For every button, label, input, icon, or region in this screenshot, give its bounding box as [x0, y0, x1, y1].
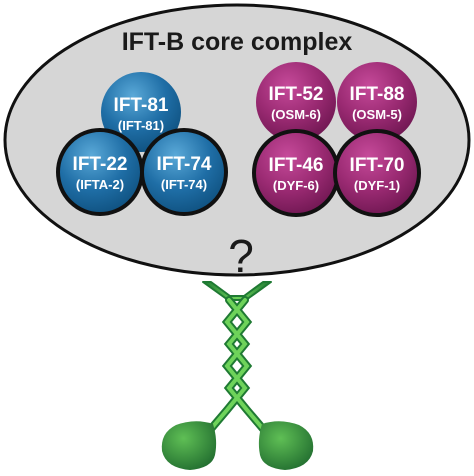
protein-sublabel: (OSM-5)	[352, 107, 402, 122]
protein-sublabel: (OSM-6)	[271, 107, 321, 122]
protein-label: IFT-46	[269, 155, 324, 176]
motor-head-right	[258, 421, 314, 470]
motor-fork	[202, 281, 272, 301]
protein-ift70: IFT-70 (DYF-1)	[333, 129, 421, 217]
protein-ift88: IFT-88 (OSM-5)	[337, 62, 417, 142]
protein-label: IFT-52	[269, 84, 324, 105]
protein-sublabel: (DYF-6)	[273, 178, 319, 193]
protein-sublabel: (DYF-1)	[354, 178, 400, 193]
protein-ift81: IFT-81 (IFT-81)	[101, 72, 181, 152]
protein-label: IFT-81	[114, 95, 169, 116]
protein-label: IFT-88	[350, 84, 405, 105]
motor-head-left	[161, 421, 217, 470]
protein-label: IFT-74	[157, 154, 212, 175]
protein-sublabel: (IFT-81)	[118, 118, 164, 133]
question-mark: ?	[228, 230, 254, 282]
protein-ift22: IFT-22 (IFTA-2)	[56, 128, 144, 216]
protein-sublabel: (IFT-74)	[161, 177, 207, 192]
kinesin-motor	[161, 281, 314, 470]
protein-label: IFT-70	[350, 155, 405, 176]
diagram-title: IFT-B core complex	[122, 28, 353, 56]
protein-label: IFT-22	[73, 154, 128, 175]
protein-ift74: IFT-74 (IFT-74)	[140, 128, 228, 216]
protein-sublabel: (IFTA-2)	[76, 177, 124, 192]
coiled-coil-stalk	[206, 296, 268, 434]
protein-ift52: IFT-52 (OSM-6)	[256, 62, 336, 142]
protein-ift46: IFT-46 (DYF-6)	[252, 129, 340, 217]
